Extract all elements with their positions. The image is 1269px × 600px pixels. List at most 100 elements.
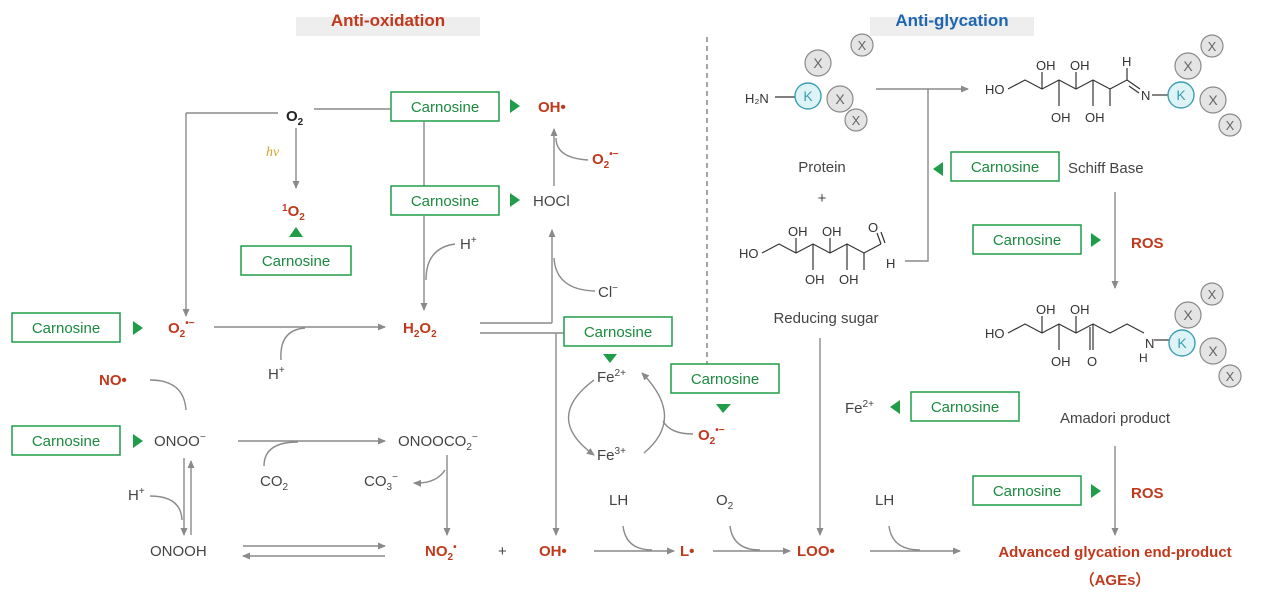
- carbonate-curve: [413, 469, 446, 487]
- svg-text:X: X: [835, 91, 845, 107]
- proton-label-2: H+: [268, 365, 285, 383]
- protein-structure: H₂N X X X X K: [745, 33, 874, 132]
- carnosine-label: Carnosine: [993, 232, 1061, 249]
- no-curve: [149, 379, 187, 411]
- svg-text:HO: HO: [739, 246, 759, 261]
- svg-text:OH: OH: [1036, 58, 1056, 73]
- svg-text:X: X: [1226, 369, 1235, 384]
- singlet-oxygen: 1O2: [282, 203, 305, 223]
- lipid-lh-1: LH: [609, 492, 628, 509]
- proton-label-3: H+: [128, 486, 145, 504]
- svg-text:X: X: [1208, 92, 1218, 108]
- hydroxyl-radical-bottom: OH•: [539, 543, 567, 560]
- inhibition-triangle: [289, 227, 303, 237]
- svg-text:X: X: [1208, 287, 1217, 302]
- inhibition-triangle: [933, 162, 943, 176]
- superoxide-right: O2•−: [592, 149, 619, 171]
- ros-label-2: ROS: [1131, 485, 1164, 502]
- hydrogen-peroxide: H2O2: [403, 320, 437, 340]
- svg-text:OH: OH: [1070, 58, 1090, 73]
- svg-text:H₂N: H₂N: [745, 91, 769, 106]
- h-plus-curve-3: [149, 495, 183, 521]
- svg-text:HO: HO: [985, 326, 1005, 341]
- carnosine-label: Carnosine: [32, 320, 100, 337]
- carnosine-box-fenton: Carnosine: [563, 316, 673, 347]
- fenton-superoxide-curve: [662, 420, 694, 435]
- lh-curve-2: [888, 525, 921, 551]
- photon-label: hv: [266, 145, 280, 160]
- svg-text:HO: HO: [985, 82, 1005, 97]
- plus-sign: +: [498, 543, 507, 560]
- oxygen-chain: O2: [716, 492, 734, 512]
- lh-curve-1: [622, 525, 653, 551]
- lipid-radical: L•: [680, 543, 694, 560]
- svg-text:N: N: [1141, 88, 1150, 103]
- svg-text:X: X: [1208, 343, 1218, 359]
- superoxide-fenton: O2•−: [698, 425, 725, 447]
- hydroxyl-radical-top: OH•: [538, 99, 566, 116]
- ages-label-line2: （AGEs）: [1080, 571, 1151, 589]
- chloride-curve: [553, 257, 596, 292]
- carnosine-label: Carnosine: [411, 99, 479, 116]
- reducing-sugar-structure: HO OH OH OH OH O H: [739, 220, 895, 287]
- inhibition-triangle: [510, 193, 520, 207]
- ferrous-iron-glycation: Fe2+: [845, 399, 874, 417]
- carnosine-label: Carnosine: [971, 159, 1039, 176]
- svg-text:X: X: [1208, 39, 1217, 54]
- inhibition-triangle: [510, 99, 520, 113]
- schiff-base-label: Schiff Base: [1068, 160, 1144, 177]
- fe2-to-fe3-arc: [568, 379, 595, 456]
- inhibition-triangle: [1091, 484, 1101, 498]
- carnosine-box-schiff: Carnosine: [950, 151, 1060, 182]
- superoxide-left: O2•−: [168, 318, 195, 340]
- anti-oxidation-header: Anti-oxidation: [331, 11, 445, 30]
- svg-text:OH: OH: [822, 224, 842, 239]
- svg-text:X: X: [1183, 58, 1193, 74]
- lipid-lh-2: LH: [875, 492, 894, 509]
- svg-text:H: H: [1122, 54, 1131, 69]
- svg-text:H: H: [886, 256, 895, 271]
- carnosine-label: Carnosine: [931, 399, 999, 416]
- carnosine-label: Carnosine: [584, 324, 652, 341]
- carbonate-radical: CO3−: [364, 472, 398, 493]
- nitrosoperoxycarbonate: ONOOCO2−: [398, 432, 478, 453]
- svg-text:N: N: [1145, 336, 1154, 351]
- nitrogen-dioxide-radical: NO2•: [425, 542, 457, 563]
- lipid-peroxyl-radical: LOO•: [797, 543, 835, 560]
- carnosine-box-iron: Carnosine: [910, 391, 1020, 422]
- anti-oxidation-header-bar: [296, 17, 480, 36]
- svg-text:X: X: [858, 38, 867, 53]
- reducing-sugar-label: Reducing sugar: [773, 310, 878, 327]
- svg-text:X: X: [852, 113, 861, 128]
- oxygen-molecule: O2: [286, 108, 304, 128]
- svg-text:X: X: [1226, 118, 1235, 133]
- carnosine-box-ros-1: Carnosine: [972, 224, 1082, 255]
- carnosine-box-hocl: Carnosine: [390, 185, 500, 216]
- svg-text:OH: OH: [788, 224, 808, 239]
- anti-glycation-header: Anti-glycation: [895, 11, 1008, 30]
- peroxynitrite: ONOO−: [154, 432, 206, 450]
- carbon-dioxide: CO2: [260, 473, 289, 493]
- inhibition-triangle: [603, 354, 617, 363]
- inhibition-triangle: [133, 321, 143, 335]
- svg-text:OH: OH: [1051, 354, 1071, 369]
- svg-text:K: K: [803, 88, 813, 104]
- proton-label: H+: [460, 235, 477, 253]
- ages-label-line1: Advanced glycation end-product: [998, 544, 1231, 561]
- inhibition-triangle: [716, 404, 731, 413]
- svg-text:OH: OH: [805, 272, 825, 287]
- amadori-label: Amadori product: [1060, 410, 1171, 427]
- ros-label-1: ROS: [1131, 235, 1164, 252]
- h-plus-curve-2: [280, 327, 306, 361]
- schiff-base-structure: HO OH OH OH OH H N X X X X K: [985, 34, 1242, 137]
- hypochlorous-acid: HOCl: [533, 193, 570, 210]
- svg-text:OH: OH: [839, 272, 859, 287]
- carnosine-box-hydroxyl: Carnosine: [390, 91, 500, 122]
- carnosine-box-fenton-superoxide: Carnosine: [670, 363, 780, 394]
- h-plus-curve: [425, 243, 456, 281]
- svg-text:K: K: [1176, 87, 1186, 103]
- svg-text:K: K: [1177, 335, 1187, 351]
- svg-text:H: H: [1139, 351, 1148, 365]
- carnosine-label: Carnosine: [993, 483, 1061, 500]
